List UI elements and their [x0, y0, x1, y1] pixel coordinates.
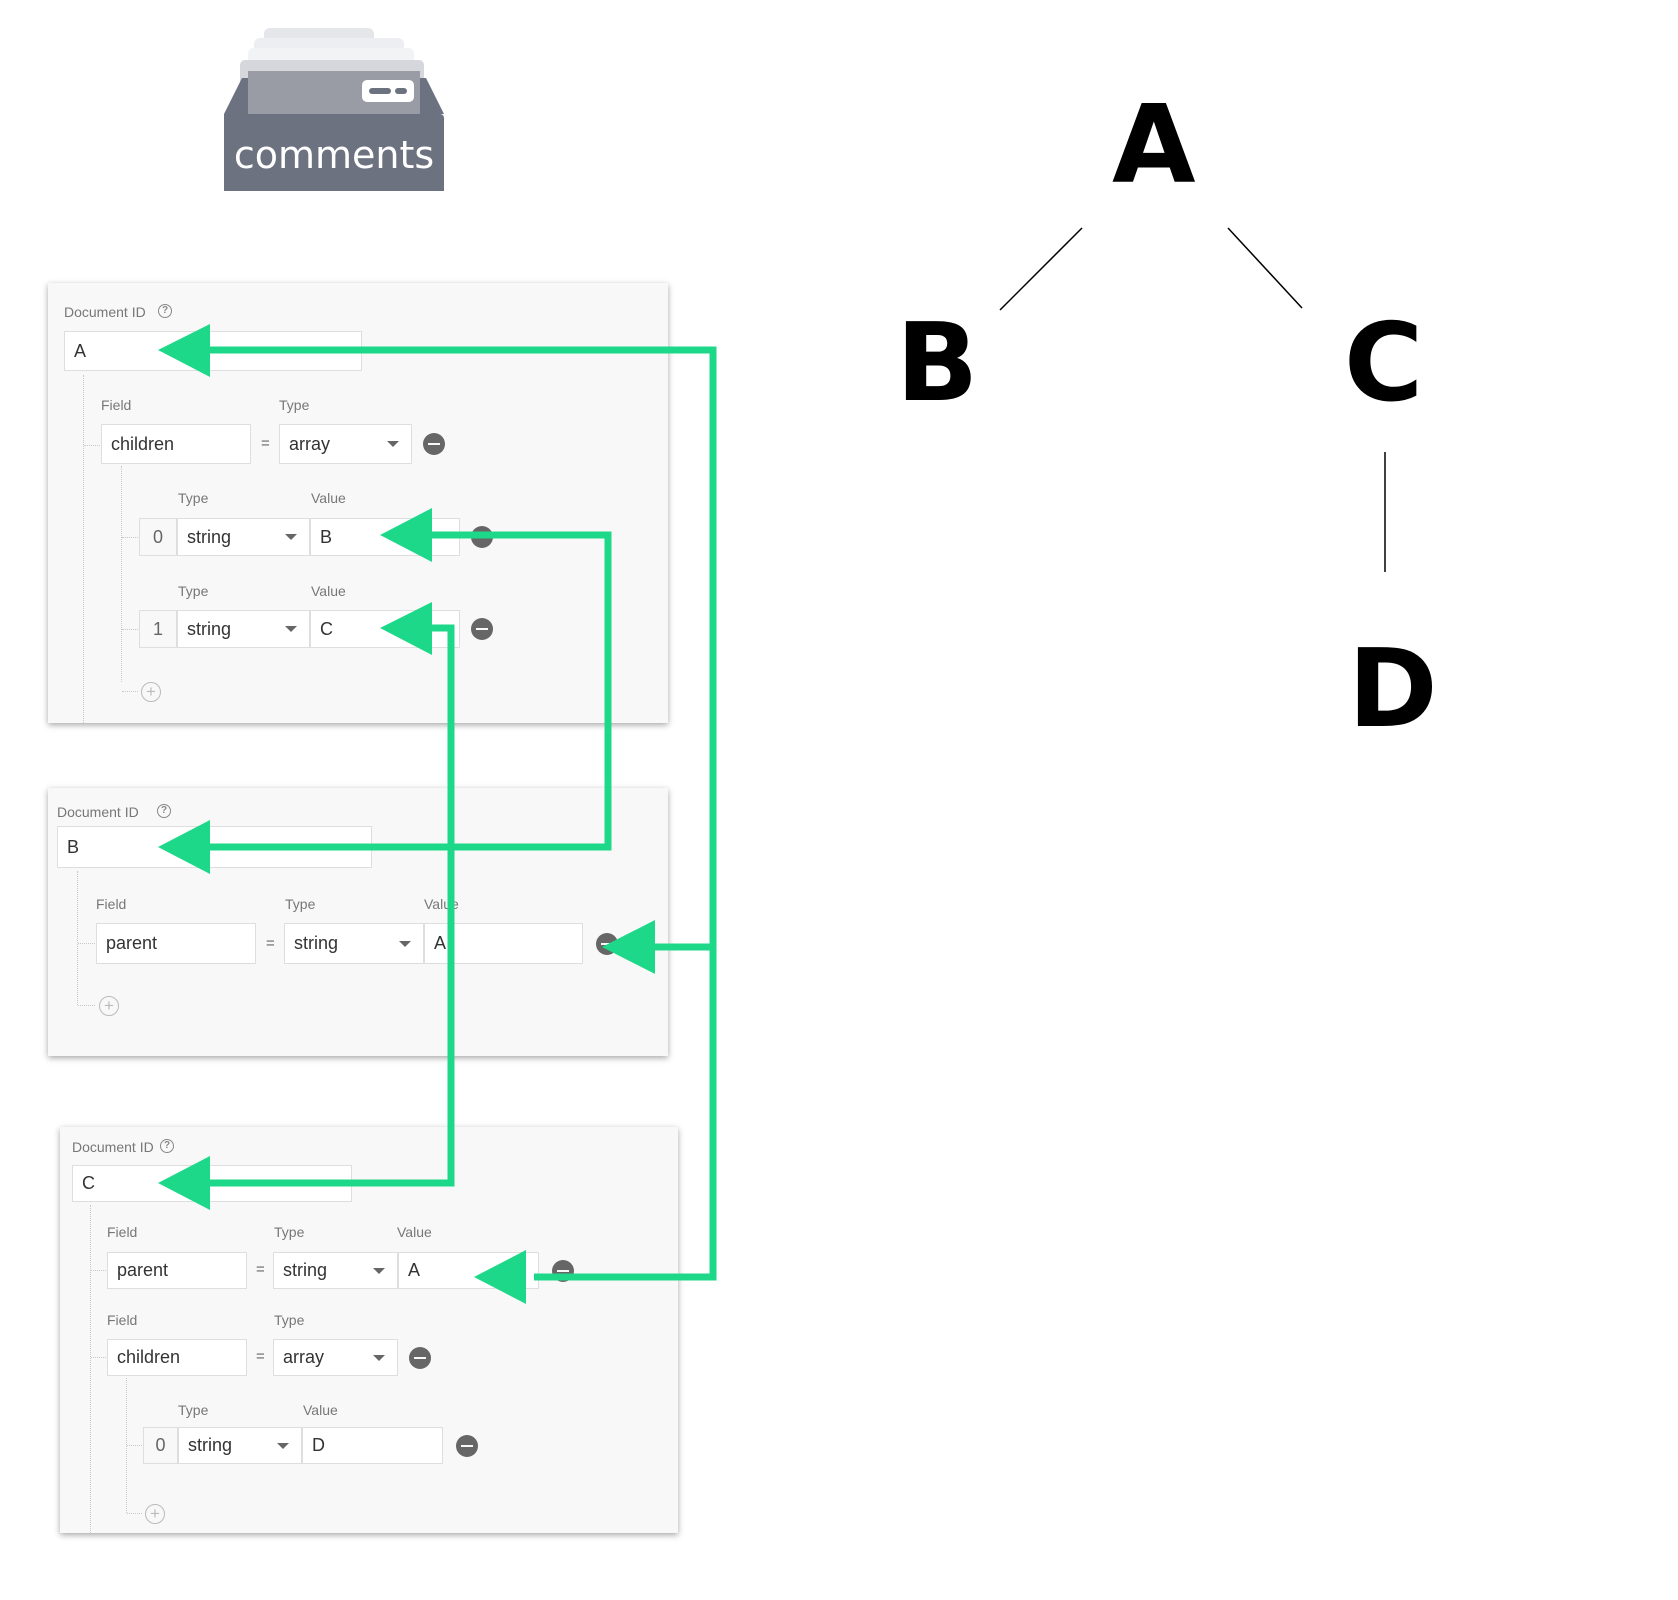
- help-icon[interactable]: ?: [158, 304, 172, 318]
- help-icon[interactable]: ?: [160, 1139, 174, 1153]
- item-type-label: Type: [178, 490, 209, 506]
- document-id-label: Document ID: [57, 804, 139, 820]
- chevron-down-icon: [285, 626, 297, 632]
- field-name-input[interactable]: parent: [96, 923, 256, 964]
- arrowhead-icon: [380, 508, 432, 562]
- arrowhead-icon: [158, 1156, 210, 1210]
- chevron-down-icon: [387, 441, 399, 447]
- arrowhead-icon: [158, 820, 210, 874]
- arrowhead-icon: [474, 1250, 526, 1304]
- item-value-label: Value: [303, 1402, 338, 1418]
- item-type-select[interactable]: string: [177, 518, 310, 556]
- item-type-label: Type: [178, 583, 209, 599]
- chevron-down-icon: [373, 1354, 385, 1361]
- field-type-select[interactable]: array: [273, 1339, 398, 1376]
- item-value-input[interactable]: D: [302, 1427, 443, 1464]
- field-type-select[interactable]: string: [273, 1252, 398, 1289]
- collection-name: comments: [233, 133, 435, 177]
- field-name-input[interactable]: children: [101, 424, 251, 464]
- item-type-select[interactable]: string: [177, 610, 310, 648]
- arrowhead-icon: [380, 602, 432, 655]
- field-type-select[interactable]: array: [279, 424, 412, 464]
- tree-edge-a-c: [1227, 227, 1303, 309]
- document-panel-c: Document ID ? C Field Type Value parent …: [60, 1127, 678, 1533]
- tree-node-d: D: [1348, 627, 1438, 752]
- chevron-down-icon: [277, 1442, 289, 1449]
- document-panel-b: Document ID ? B Field Type Value parent …: [48, 788, 668, 1056]
- arrow-line-parent-a: [200, 346, 717, 1281]
- field-type-select[interactable]: string: [284, 923, 424, 964]
- add-item-icon[interactable]: +: [141, 682, 161, 702]
- item-value-label: Value: [311, 490, 346, 506]
- remove-item-icon[interactable]: [456, 1435, 478, 1457]
- type-label: Type: [274, 1224, 305, 1240]
- document-panel-a: Document ID ? A Field Type children = ar…: [48, 283, 668, 723]
- arrowhead-icon: [602, 920, 655, 974]
- tree-edge-a-b: [999, 227, 1083, 311]
- field-name-input[interactable]: children: [107, 1339, 247, 1376]
- type-label: Type: [285, 896, 316, 912]
- chevron-down-icon: [399, 940, 411, 947]
- type-label: Type: [279, 397, 310, 413]
- help-icon[interactable]: ?: [157, 804, 171, 818]
- equals-sign: =: [266, 935, 275, 952]
- chevron-down-icon: [285, 534, 297, 540]
- remove-item-icon[interactable]: [471, 618, 493, 640]
- value-label: Value: [397, 1224, 432, 1240]
- equals-sign: =: [256, 1261, 265, 1278]
- item-index: 0: [139, 518, 177, 556]
- arrow-line-child-c: [200, 624, 455, 1187]
- item-type-label: Type: [178, 1402, 209, 1418]
- arrow-line-child-b: [200, 531, 612, 851]
- item-type-select[interactable]: string: [178, 1427, 302, 1464]
- equals-sign: =: [261, 435, 270, 452]
- item-value-label: Value: [311, 583, 346, 599]
- document-id-label: Document ID: [64, 304, 146, 320]
- document-id-label: Document ID: [72, 1139, 154, 1155]
- tree-node-b: B: [896, 301, 979, 426]
- item-index: 0: [143, 1427, 178, 1464]
- equals-sign: =: [256, 1348, 265, 1365]
- chevron-down-icon: [373, 1267, 385, 1274]
- collection-box-icon: [224, 28, 444, 191]
- add-field-icon[interactable]: +: [99, 996, 119, 1016]
- field-label: Field: [96, 896, 127, 912]
- arrowhead-icon: [158, 324, 210, 377]
- add-item-icon[interactable]: +: [145, 1504, 165, 1524]
- remove-field-icon[interactable]: [409, 1347, 431, 1369]
- item-index: 1: [139, 610, 177, 648]
- tree-node-c: C: [1344, 301, 1424, 426]
- field-label: Field: [101, 397, 132, 413]
- field-name-input[interactable]: parent: [107, 1252, 247, 1289]
- remove-field-icon[interactable]: [423, 433, 445, 455]
- type-label: Type: [274, 1312, 305, 1328]
- field-label: Field: [107, 1224, 138, 1240]
- field-label: Field: [107, 1312, 138, 1328]
- tree-node-a: A: [1112, 83, 1196, 208]
